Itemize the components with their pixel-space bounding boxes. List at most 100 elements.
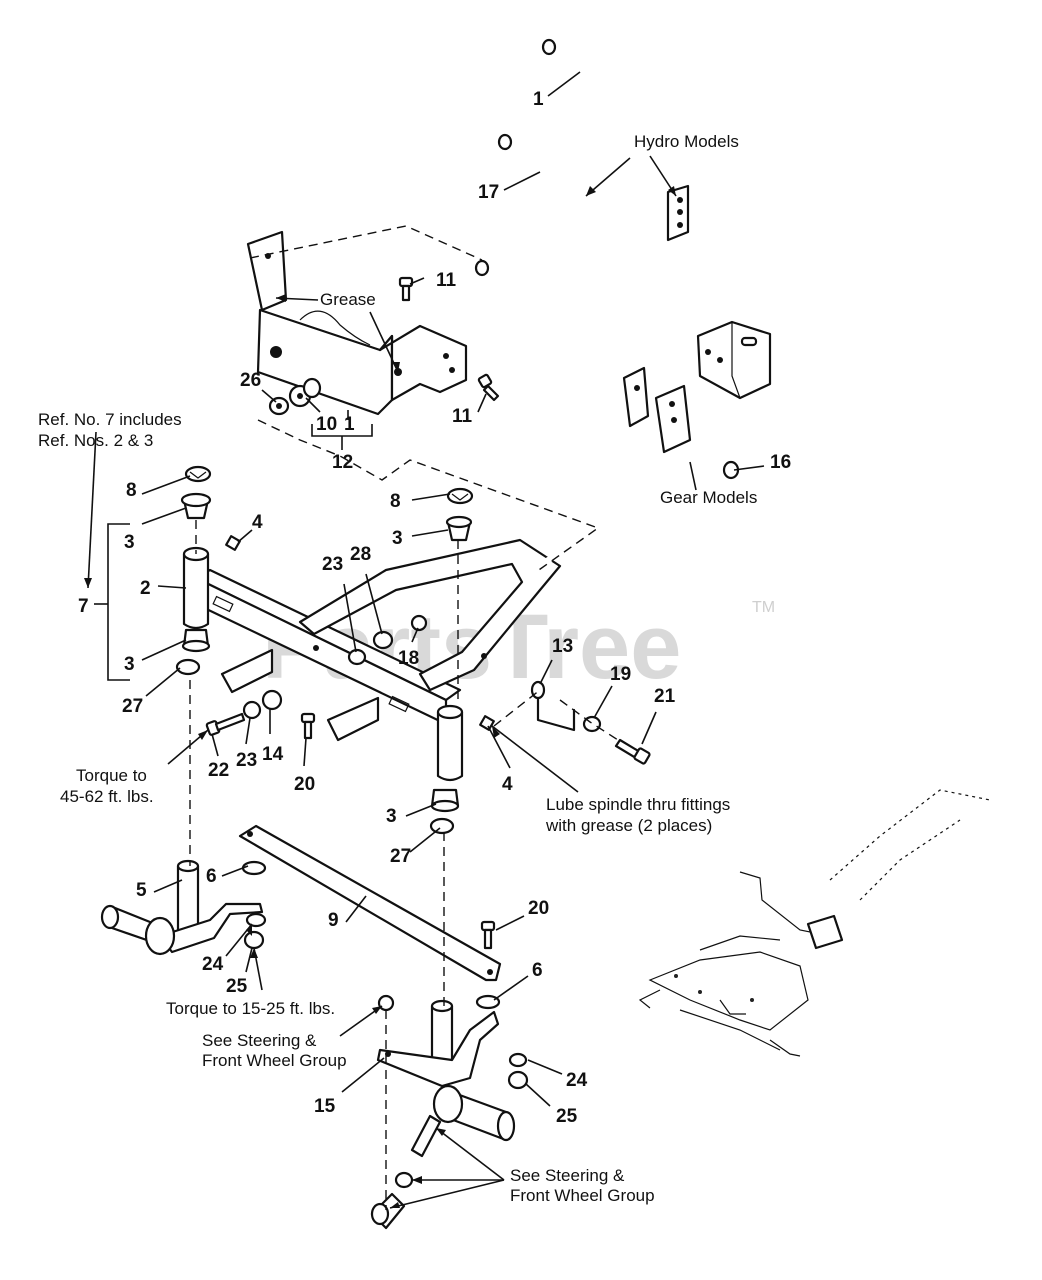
washer-23-left <box>242 700 262 720</box>
tie-rod-9 <box>238 824 502 982</box>
callout-2: 2 <box>140 578 151 599</box>
note-torque-45-line-1: Torque to <box>76 766 147 785</box>
e-clip-8-right <box>446 487 474 505</box>
callout-16: 16 <box>770 452 791 473</box>
washer-6-left <box>241 860 267 876</box>
note-steering-a-line-1: See Steering & <box>202 1031 317 1050</box>
callout-27-left: 27 <box>122 696 143 717</box>
callout-4-upper: 4 <box>252 512 263 533</box>
notes: Hydro Models Grease Gear Models Ref. No.… <box>38 132 757 1205</box>
callout-11-upper: 11 <box>436 270 457 291</box>
note-grease: Grease <box>320 290 376 309</box>
bolt-20-upper <box>300 712 316 740</box>
callout-22: 22 <box>208 760 229 781</box>
callout-23-left: 23 <box>236 750 257 771</box>
callouts: 1 17 11 26 10 1 11 12 16 8 8 4 3 3 23 28… <box>78 89 791 1127</box>
axle-a-frame <box>298 538 575 692</box>
callout-20-upper: 20 <box>294 774 315 795</box>
spindle-5-left <box>100 859 264 956</box>
group-bracket-12 <box>311 424 373 450</box>
note-lube-line-1: Lube spindle thru fittings <box>546 795 730 814</box>
washer-23-right <box>347 648 367 666</box>
spindle-15-right <box>376 999 516 1142</box>
exploded-lines <box>189 225 619 1210</box>
callout-3-top-left: 3 <box>124 532 135 553</box>
bolt-11-lower <box>477 373 500 402</box>
callout-3-bottom-right: 3 <box>386 806 397 827</box>
callout-25-right: 25 <box>556 1106 578 1127</box>
callout-5: 5 <box>136 880 147 901</box>
callout-14: 14 <box>262 744 284 765</box>
note-ref-line-2: Ref. Nos. 2 & 3 <box>38 431 153 450</box>
note-gear-models: Gear Models <box>660 488 757 507</box>
note-torque-45-line-2: 45-62 ft. lbs. <box>60 787 154 806</box>
bushing-3-bottom-right <box>430 788 460 813</box>
bushing-3-top-left <box>180 492 212 520</box>
callout-15: 15 <box>314 1096 336 1117</box>
bushing-3-top-right <box>445 515 473 542</box>
spindle-tube-right <box>436 704 464 782</box>
callout-9: 9 <box>328 910 339 931</box>
hydro-lift-rod-17 <box>497 133 746 398</box>
note-ref-line-1: Ref. No. 7 includes <box>38 410 182 429</box>
hydro-lift-rod-1 <box>541 38 786 316</box>
bushing-3-bottom-left <box>181 628 211 653</box>
grease-fitting-4-lower <box>479 715 495 731</box>
note-steering-b-line-2: Front Wheel Group <box>510 1186 655 1205</box>
arrow-heads <box>84 186 676 1208</box>
spacer-14 <box>261 689 283 711</box>
callout-26: 26 <box>240 370 261 391</box>
e-clip-8-left <box>184 465 212 483</box>
washer-27-right <box>429 817 455 835</box>
group-bracket-7 <box>94 523 130 681</box>
trademark-mark: TM <box>752 599 775 616</box>
note-lube-line-2: with grease (2 places) <box>545 816 712 835</box>
callout-24-left: 24 <box>202 954 224 975</box>
callout-6-right: 6 <box>532 960 543 981</box>
callout-8-left: 8 <box>126 480 137 501</box>
washer-6-right <box>475 994 501 1010</box>
inset-assembly-sketch <box>638 871 844 1057</box>
callout-7: 7 <box>78 596 89 617</box>
callout-25-left: 25 <box>226 976 248 997</box>
note-steering-a-line-2: Front Wheel Group <box>202 1051 347 1070</box>
nut-18 <box>410 614 428 632</box>
gear-bracket-plates <box>622 366 692 454</box>
callout-20-lower: 20 <box>528 898 549 919</box>
washer-24-left <box>245 912 267 928</box>
bolt-20-lower <box>480 920 496 950</box>
callout-1-rod: 1 <box>533 89 544 110</box>
note-hydro-models: Hydro Models <box>634 132 739 151</box>
callout-1-bracket: 1 <box>344 414 355 435</box>
bolt-11-upper <box>398 276 414 302</box>
callout-3-bottom-left: 3 <box>124 654 135 675</box>
callout-11-lower: 11 <box>452 406 473 427</box>
inset-faint-outline <box>829 789 991 901</box>
callout-6-left: 6 <box>206 866 217 887</box>
note-steering-b-line-1: See Steering & <box>510 1166 625 1185</box>
callout-4-lower: 4 <box>502 774 513 795</box>
nut-steering-upper <box>377 994 395 1012</box>
gear-lift-rod-16 <box>474 259 740 480</box>
callout-24-right: 24 <box>566 1070 588 1091</box>
axle-end-tabs <box>220 648 380 742</box>
callout-12: 12 <box>332 452 353 473</box>
steering-link-parts <box>370 1114 442 1230</box>
washer-26 <box>268 396 290 416</box>
spindle-tube-left <box>182 546 210 630</box>
callout-27-right: 27 <box>390 846 411 867</box>
nut-25-left <box>243 930 265 950</box>
callout-3-top-right: 3 <box>392 528 403 549</box>
bolt-21 <box>614 738 651 765</box>
grease-fitting-4-upper <box>225 535 241 551</box>
pivot-bracket <box>246 230 468 416</box>
washer-27-left <box>175 658 201 676</box>
callout-21: 21 <box>654 686 676 707</box>
bushing-10 <box>288 377 322 408</box>
nut-25-right <box>507 1070 529 1090</box>
bolt-22 <box>205 712 246 736</box>
note-torque-15: Torque to 15-25 ft. lbs. <box>166 999 335 1018</box>
callout-28: 28 <box>350 544 371 565</box>
callout-8-right: 8 <box>390 491 401 512</box>
